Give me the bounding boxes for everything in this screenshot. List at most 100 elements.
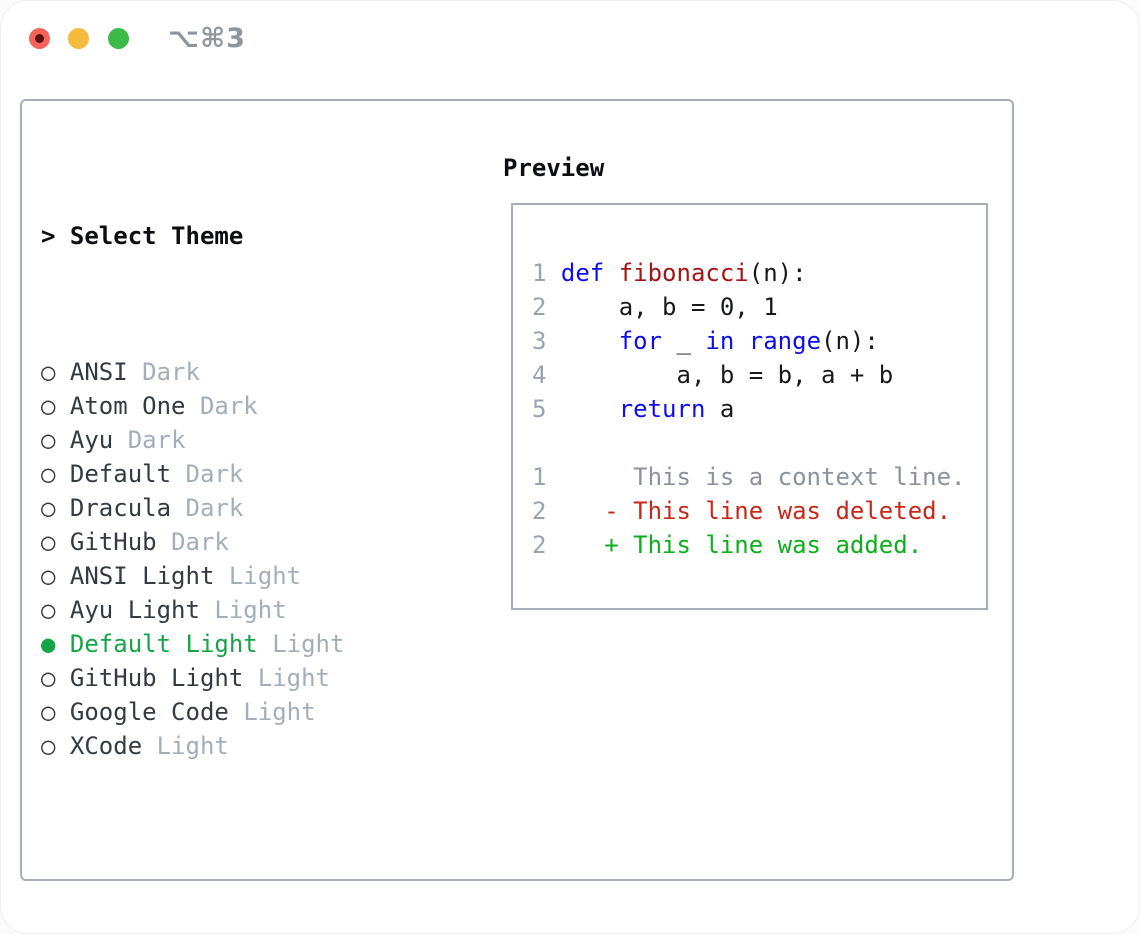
- code-line: 1 def fibonacci(n):: [532, 256, 986, 290]
- theme-option[interactable]: ○ Google Code Light: [41, 695, 459, 729]
- code-token-num: 5: [532, 395, 561, 423]
- code-line: 2 a, b = 0, 1: [532, 290, 986, 324]
- code-token-num: 3: [532, 327, 561, 355]
- code-token-num: 4: [532, 361, 561, 389]
- close-button[interactable]: [29, 28, 50, 49]
- theme-option-name: Ayu: [69, 426, 114, 454]
- radio-icon: ○: [41, 460, 70, 488]
- radio-icon: ○: [41, 562, 70, 590]
- code-token-kw: return: [618, 395, 706, 423]
- cursor-caret-icon: >: [41, 222, 70, 250]
- code-token-pln: [561, 395, 619, 423]
- spacer: [41, 865, 459, 899]
- theme-variant-tag: Light: [228, 562, 302, 590]
- code-line: 4 a, b = b, a + b: [532, 358, 986, 392]
- theme-option[interactable]: ● Default Light Light: [41, 627, 459, 661]
- theme-option[interactable]: ○ Ayu Light Light: [41, 593, 459, 627]
- theme-option-name: Ayu Light: [69, 596, 200, 624]
- theme-selector-panel: > Select Theme ○ ANSI Dark○ Atom One Dar…: [20, 99, 1014, 881]
- spacer: [157, 528, 171, 556]
- theme-option[interactable]: ○ GitHub Dark: [41, 525, 459, 559]
- spacer: [171, 460, 185, 488]
- minimize-button[interactable]: [68, 28, 89, 49]
- code-token-add: + This line was added.: [560, 531, 923, 559]
- radio-icon: ○: [41, 528, 70, 556]
- code-token-fn: fibonacci: [618, 259, 749, 287]
- code-line: 2 - This line was deleted.: [532, 494, 986, 528]
- spacer: [186, 392, 200, 420]
- spacer: [229, 698, 243, 726]
- theme-variant-tag: Light: [214, 596, 287, 624]
- radio-icon: ○: [41, 596, 70, 624]
- theme-option-name: ANSI Light: [69, 562, 215, 590]
- code-token-del: - This line was deleted.: [560, 497, 952, 525]
- code-token-pln: a, b = 0, 1: [560, 293, 778, 321]
- radio-icon: ○: [41, 732, 70, 760]
- code-token-pln: [734, 327, 748, 355]
- theme-option-name: GitHub Light: [69, 664, 244, 692]
- code-token-num: 2: [532, 293, 561, 321]
- code-token-ctx: This is a context line.: [560, 463, 966, 491]
- code-line: 3 for _ in range(n):: [532, 324, 986, 358]
- code-token-num: 2: [532, 531, 561, 559]
- theme-option[interactable]: ○ Atom One Dark: [41, 389, 459, 423]
- theme-option[interactable]: ○ ANSI Dark: [41, 355, 459, 389]
- theme-option[interactable]: ○ ANSI Light Light: [41, 559, 459, 593]
- spacer: [214, 562, 228, 590]
- code-token-num: 2: [532, 497, 561, 525]
- spacer: [128, 358, 142, 386]
- theme-option[interactable]: ○ Ayu Dark: [41, 423, 459, 457]
- theme-option[interactable]: ○ XCode Light: [41, 729, 459, 763]
- theme-variant-tag: Dark: [171, 528, 229, 556]
- theme-variant-tag: Dark: [199, 392, 258, 420]
- theme-option[interactable]: ○ Default Dark: [41, 457, 459, 491]
- spacer: [200, 596, 214, 624]
- code-token-kw: in: [705, 327, 735, 355]
- zoom-button[interactable]: [108, 28, 129, 49]
- theme-option-name: XCode: [69, 732, 143, 760]
- code-token-pln: _: [662, 327, 706, 355]
- spacer: [171, 494, 185, 522]
- spacer: [113, 426, 127, 454]
- preview-header: Preview: [503, 154, 605, 182]
- select-theme-header-label: Select Theme: [69, 222, 244, 250]
- code-blank-line: [532, 426, 986, 460]
- code-token-pln: a: [705, 395, 735, 423]
- code-token-pln: (n):: [748, 259, 807, 287]
- code-token-pln: a, b = b, a + b: [560, 361, 894, 389]
- code-token-pln: [561, 327, 619, 355]
- code-token-num: 1: [532, 259, 561, 287]
- theme-option[interactable]: ○ GitHub Light Light: [41, 661, 459, 695]
- theme-option-name: Google Code: [69, 698, 229, 726]
- code-line: 5 return a: [532, 392, 986, 426]
- select-theme-header: > Select Theme: [41, 219, 459, 253]
- theme-variant-tag: Dark: [185, 460, 244, 488]
- theme-variant-tag: Light: [272, 630, 345, 658]
- theme-option-name: GitHub: [69, 528, 157, 556]
- theme-variant-tag: Dark: [142, 358, 200, 386]
- theme-variant-tag: Dark: [127, 426, 186, 454]
- radio-icon: ○: [41, 392, 70, 420]
- theme-variant-tag: Dark: [185, 494, 244, 522]
- radio-icon: ○: [41, 664, 70, 692]
- code-token-kw: for: [618, 327, 663, 355]
- spacer: [258, 630, 272, 658]
- code-token-kw: range: [748, 327, 822, 355]
- theme-variant-tag: Light: [257, 664, 330, 692]
- code-token-pln: (n):: [821, 327, 879, 355]
- theme-option[interactable]: ○ Dracula Dark: [41, 491, 459, 525]
- spacer: [243, 664, 257, 692]
- theme-option-name: Atom One: [69, 392, 186, 420]
- code-token-kw: def: [560, 259, 619, 287]
- keyboard-shortcut-label: ⌥⌘3: [168, 23, 246, 54]
- theme-option-name: Default: [69, 460, 172, 488]
- radio-icon: ○: [41, 494, 70, 522]
- theme-option-name: Dracula: [69, 494, 172, 522]
- radio-selected-icon: ●: [41, 630, 70, 658]
- code-line: 2 + This line was added.: [532, 528, 986, 562]
- code-token-num: 1: [532, 463, 561, 491]
- theme-option-name: Default Light: [69, 630, 258, 658]
- radio-icon: ○: [41, 426, 70, 454]
